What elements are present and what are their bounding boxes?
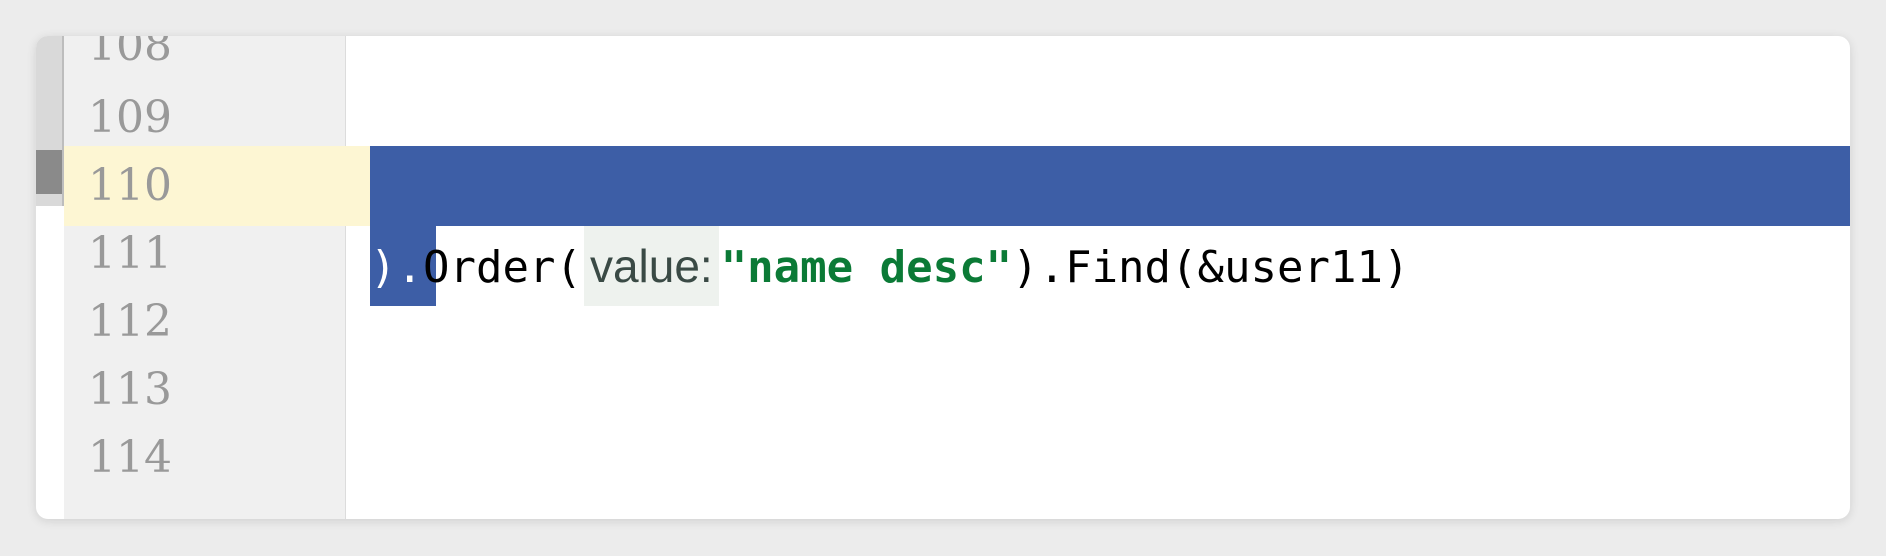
code-editor-window: 108 109 110 111 112 113 114 ).Order(valu… bbox=[36, 36, 1850, 519]
code-line-111[interactable]: ).Order(value:"name desc").Find(&user11) bbox=[370, 226, 1409, 306]
scroll-marker bbox=[36, 150, 64, 194]
parameter-hint: value: bbox=[583, 226, 719, 306]
line-number-114: 114 bbox=[88, 432, 172, 483]
left-tool-strip bbox=[36, 36, 64, 206]
line-number-111: 111 bbox=[88, 228, 172, 279]
line-number-108: 108 bbox=[88, 36, 172, 71]
order-method: Order( bbox=[422, 242, 582, 293]
text-selection-tail[interactable] bbox=[370, 226, 436, 306]
string-literal: "name desc" bbox=[720, 242, 1013, 293]
line-number-112: 112 bbox=[88, 296, 172, 347]
selected-text: ). bbox=[370, 242, 423, 293]
line-number-109: 109 bbox=[88, 92, 172, 143]
text-selection[interactable] bbox=[370, 146, 1850, 226]
code-area[interactable]: ).Order(value:"name desc").Find(&user11) bbox=[345, 36, 1850, 519]
strip-divider bbox=[62, 36, 64, 206]
current-line-highlight bbox=[64, 146, 371, 226]
line-number-113: 113 bbox=[88, 364, 172, 415]
line-number-gutter[interactable] bbox=[64, 36, 346, 519]
line-number-110: 110 bbox=[88, 160, 172, 211]
find-call: ).Find(&user11) bbox=[1012, 242, 1410, 293]
